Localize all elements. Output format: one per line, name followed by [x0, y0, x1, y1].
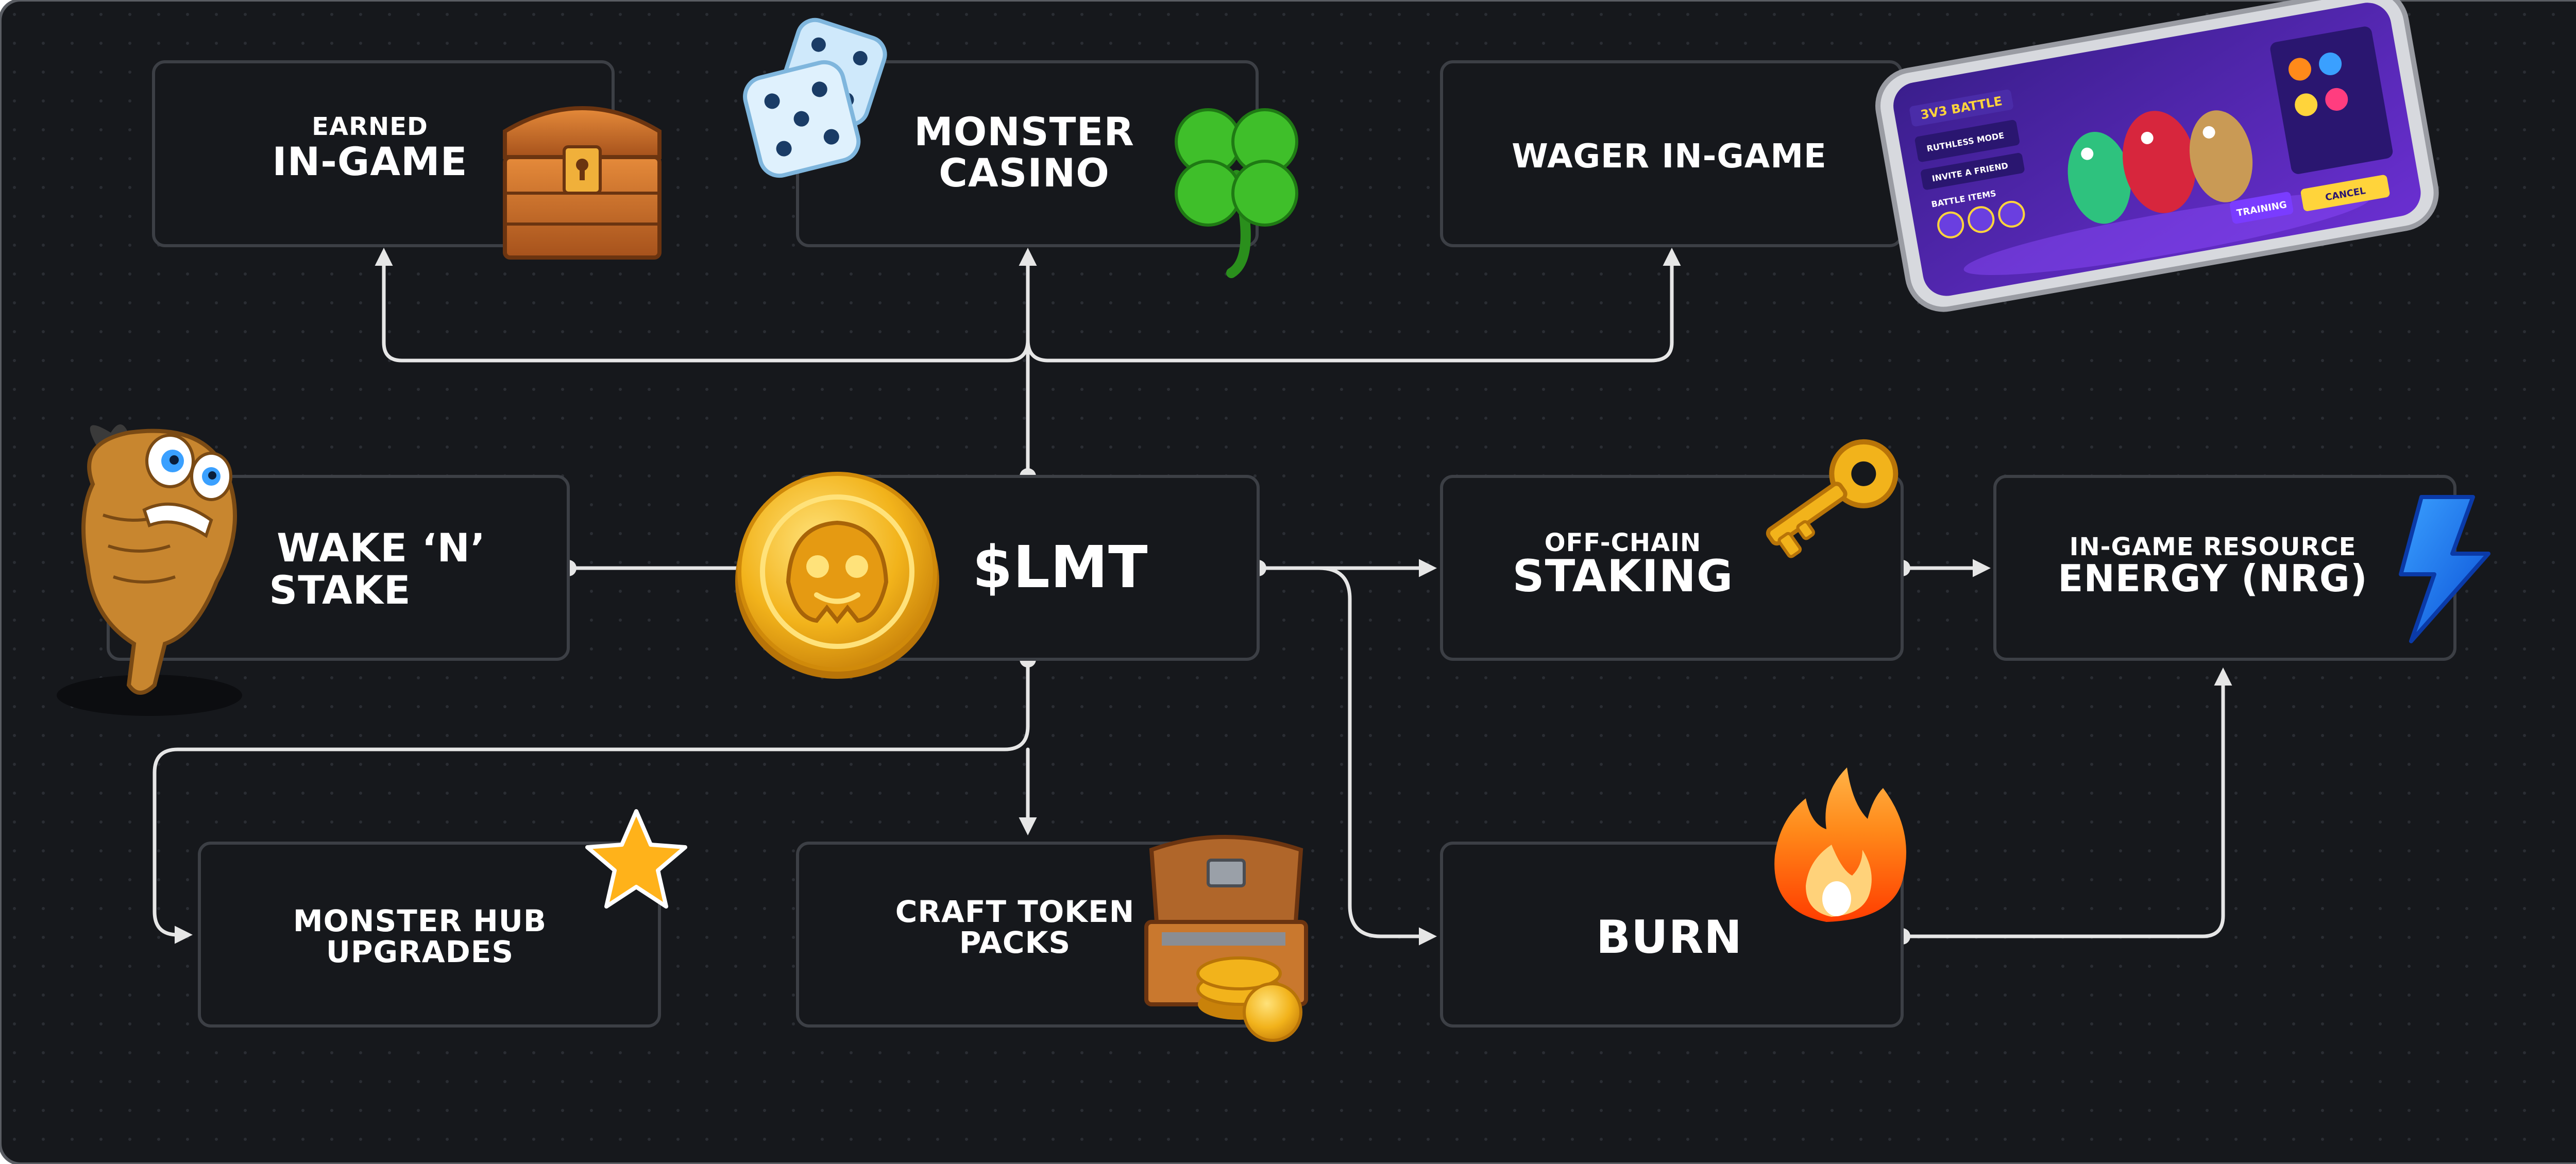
- phone-screenshot: 3V3 BATTLE RUTHLESS MODE INVITE A FRIEND…: [1875, 0, 2439, 312]
- node-craft-token-packs: CRAFT TOKEN PACKS: [796, 842, 1260, 1028]
- lmt-label: $LMT: [972, 534, 1148, 601]
- monster-mascot: [57, 424, 242, 716]
- connector-burn-to-energy: [1900, 667, 2232, 938]
- connector-to-hub: [152, 724, 1030, 944]
- casino-line1: MONSTER: [914, 109, 1134, 155]
- hub-line1: MONSTER HUB: [293, 903, 547, 938]
- dice-icon: [743, 18, 887, 178]
- star-icon: [585, 809, 687, 909]
- energy-line1: IN-GAME RESOURCE: [2070, 533, 2357, 561]
- earned-line2: IN-GAME: [272, 139, 467, 184]
- node-monster-hub-upgrades: MONSTER HUB UPGRADES: [198, 842, 661, 1028]
- craft-line2: PACKS: [959, 925, 1071, 960]
- wake-line2: STAKE: [269, 567, 411, 613]
- lightning-icon: [2399, 495, 2490, 643]
- coin-icon: [735, 472, 939, 679]
- node-energy: IN-GAME RESOURCE ENERGY (NRG): [1993, 475, 2456, 661]
- clover-icon: [1175, 108, 1298, 278]
- open-chest-coins-icon: [1144, 835, 1308, 1042]
- burn-label: BURN: [1596, 911, 1742, 964]
- earned-line1: EARNED: [312, 112, 428, 141]
- connector-to-earned: [375, 248, 404, 363]
- fire-icon: [1774, 767, 1906, 922]
- staking-line2: STAKING: [1513, 551, 1734, 602]
- wake-line1: WAKE ‘N’: [277, 525, 486, 571]
- hub-line2: UPGRADES: [326, 934, 514, 969]
- casino-line2: CASINO: [939, 150, 1110, 196]
- staking-line1: OFF-CHAIN: [1545, 528, 1701, 557]
- node-earned-in-game: EARNED IN-GAME: [152, 60, 615, 247]
- node-monster-casino: MONSTER CASINO: [796, 60, 1259, 247]
- node-wager-in-game: WAGER IN-GAME: [1440, 60, 1903, 247]
- craft-line1: CRAFT TOKEN: [895, 894, 1134, 929]
- wager-label: WAGER IN-GAME: [1512, 138, 1826, 176]
- energy-line2: ENERGY (NRG): [2058, 557, 2367, 600]
- connector-lmt-to-burn: [1317, 566, 1437, 946]
- key-icon: [1766, 439, 1899, 558]
- connector-to-wager: [1026, 248, 1681, 363]
- treasure-chest-icon: [503, 106, 662, 260]
